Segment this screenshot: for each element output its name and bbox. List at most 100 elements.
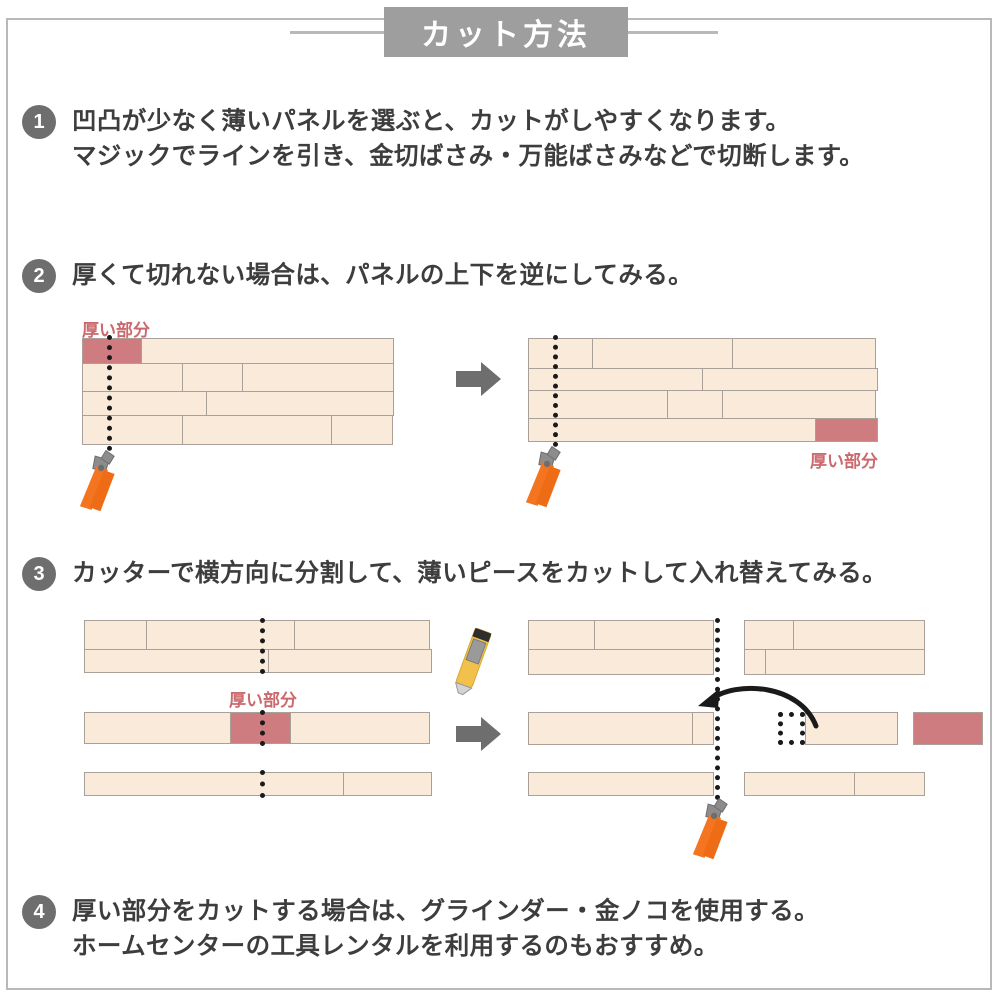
brick xyxy=(82,363,183,392)
step-3-left-stripB xyxy=(84,712,432,744)
brick xyxy=(744,772,855,796)
step-1: 1 凹凸が少なく薄いパネルを選ぶと、カットがしやすくなります。 マジックでライン… xyxy=(22,104,864,174)
step-2-right-cut-line xyxy=(553,335,558,447)
brick xyxy=(764,649,925,675)
brick xyxy=(528,649,714,675)
step-4-line-2: ホームセンターの工具レンタルを利用するのもおすすめ。 xyxy=(72,933,719,960)
cutter-knife-icon xyxy=(454,627,492,696)
brick xyxy=(528,712,693,745)
step-3-block-arrow-icon xyxy=(456,717,501,751)
title-banner-group: カット方法 xyxy=(0,0,1000,62)
step-3-left-thick-label: 厚い部分 xyxy=(229,691,297,710)
step-2-text: 厚くて切れない場合は、パネルの上下を逆にしてみる。 xyxy=(72,258,693,293)
step-3-right-cut-line xyxy=(715,618,720,800)
step-3-right-removed-piece-outline xyxy=(778,712,805,745)
step-2-left-thick-label: 厚い部分 xyxy=(82,321,150,340)
title-rule-right xyxy=(613,31,718,34)
step-3-left-cut-line-stripC xyxy=(260,770,265,798)
brick xyxy=(593,620,714,650)
brick xyxy=(205,391,394,416)
brick xyxy=(528,338,593,369)
brick xyxy=(290,712,430,744)
step-3-right-stripA-left-row-2 xyxy=(528,649,714,675)
brick xyxy=(722,390,876,419)
brick xyxy=(84,620,147,650)
step-1-line-2: マジックでラインを引き、金切ばさみ・万能ばさみなどで切断します。 xyxy=(72,143,865,170)
step-1-text: 凹凸が少なく薄いパネルを選ぶと、カットがしやすくなります。 マジックでラインを引… xyxy=(72,104,864,174)
step-3-left-stripA-row-2 xyxy=(84,649,432,673)
step-2-left-row-2 xyxy=(82,363,394,392)
brick xyxy=(591,338,734,369)
page-frame xyxy=(6,18,992,990)
brick xyxy=(331,415,393,445)
brick xyxy=(294,620,430,650)
brick xyxy=(528,620,595,650)
step-3: 3 カッターで横方向に分割して、薄いピースをカットして入れ替えてみる。 xyxy=(22,556,887,591)
step-2-block-arrow-icon xyxy=(456,362,501,396)
brick xyxy=(666,390,724,419)
brick xyxy=(82,391,207,416)
brick xyxy=(145,620,296,650)
step-3-right-stripA-right-row-2 xyxy=(744,649,925,675)
title-rule-left xyxy=(290,31,405,34)
step-2-right-panel-diagram: 厚い部分 xyxy=(525,316,918,516)
brick xyxy=(528,772,714,796)
step-4: 4 厚い部分をカットする場合は、グラインダー・金ノコを使用する。 ホームセンター… xyxy=(22,894,819,964)
brick xyxy=(805,712,898,745)
step-3-right-stripC-left xyxy=(528,772,714,796)
step-1-badge: 1 xyxy=(22,105,56,139)
brick xyxy=(732,338,876,369)
page-title: カット方法 xyxy=(384,7,628,57)
brick xyxy=(84,649,269,673)
nipper-icon xyxy=(79,450,115,512)
step-3-badge: 3 xyxy=(22,557,56,591)
step-3-right-stripA-right-row-1 xyxy=(744,620,925,650)
brick xyxy=(744,649,766,675)
step-3-left-cut-line-stripB xyxy=(260,710,265,746)
step-3-text: カッターで横方向に分割して、薄いピースをカットして入れ替えてみる。 xyxy=(72,556,887,591)
brick xyxy=(744,620,794,650)
step-2-left-panel-diagram: 厚い部分 xyxy=(79,316,442,516)
step-3-right-stripC-right xyxy=(744,772,925,796)
step-3-left-cut-line-stripA xyxy=(260,618,265,674)
nipper-icon xyxy=(692,798,728,860)
brick xyxy=(82,415,183,445)
step-3-right-stripA-left-row-1 xyxy=(528,620,714,650)
brick xyxy=(181,415,333,445)
step-3-right-separated-thick-piece xyxy=(913,712,983,745)
step-1-line-1: 凹凸が少なく薄いパネルを選ぶと、カットがしやすくなります。 xyxy=(72,108,791,135)
step-3-right-strips-diagram xyxy=(528,618,988,860)
step-2-right-row-4 xyxy=(528,418,878,442)
step-2-left-row-4 xyxy=(82,415,394,445)
brick xyxy=(691,712,714,745)
brick xyxy=(792,620,925,650)
step-2-left-cut-line xyxy=(107,335,112,451)
brick xyxy=(181,363,244,392)
step-2-right-row-2 xyxy=(528,368,878,391)
step-2-left-row-1 xyxy=(82,338,394,364)
step-4-line-1: 厚い部分をカットする場合は、グラインダー・金ノコを使用する。 xyxy=(72,898,819,925)
brick xyxy=(853,772,925,796)
brick-thick xyxy=(82,338,142,364)
step-3-line-1: カッターで横方向に分割して、薄いピースをカットして入れ替えてみる。 xyxy=(72,560,888,587)
step-3-left-stripA-row-1 xyxy=(84,620,432,650)
step-3-right-stripB-right xyxy=(805,712,898,745)
step-2-line-1: 厚くて切れない場合は、パネルの上下を逆にしてみる。 xyxy=(72,262,694,289)
step-2-left-row-3 xyxy=(82,391,394,416)
step-2-right-row-3 xyxy=(528,390,878,419)
step-4-badge: 4 xyxy=(22,895,56,929)
curved-swap-arrow-icon xyxy=(698,686,819,729)
step-3-right-stripB-left xyxy=(528,712,714,745)
step-2-right-row-1 xyxy=(528,338,878,369)
nipper-icon xyxy=(525,446,561,508)
brick xyxy=(84,772,344,796)
step-2: 2 厚くて切れない場合は、パネルの上下を逆にしてみる。 xyxy=(22,258,693,293)
brick-thick xyxy=(913,712,983,745)
brick xyxy=(342,772,432,796)
brick xyxy=(84,712,231,744)
step-4-text: 厚い部分をカットする場合は、グラインダー・金ノコを使用する。 ホームセンターの工… xyxy=(72,894,819,964)
step-3-left-strips-diagram: 厚い部分 xyxy=(84,618,492,800)
brick-thick xyxy=(814,418,878,442)
step-2-right-thick-label: 厚い部分 xyxy=(810,452,878,471)
brick xyxy=(140,338,394,364)
